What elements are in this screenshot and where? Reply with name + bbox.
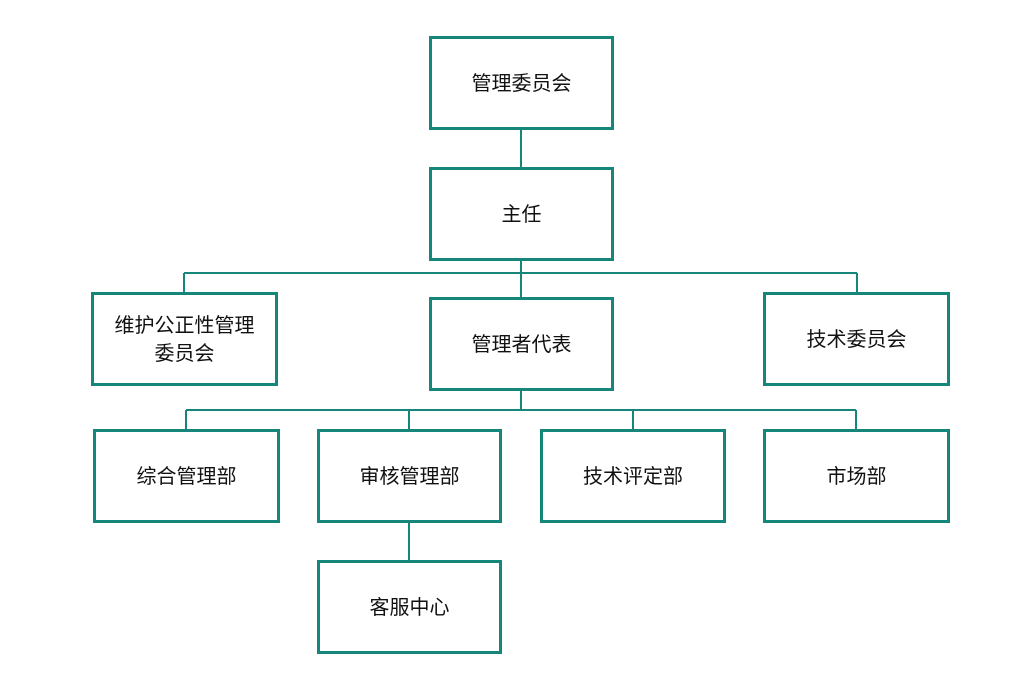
- node-technical-evaluation-dept: 技术评定部: [540, 429, 726, 523]
- node-customer-service-center: 客服中心: [317, 560, 502, 654]
- node-management-committee: 管理委员会: [429, 36, 614, 130]
- node-audit-management-dept: 审核管理部: [317, 429, 502, 523]
- node-management-representative: 管理者代表: [429, 297, 614, 391]
- node-market-dept: 市场部: [763, 429, 950, 523]
- node-technical-committee: 技术委员会: [763, 292, 950, 386]
- node-impartiality-committee: 维护公正性管理 委员会: [91, 292, 278, 386]
- node-general-management-dept: 综合管理部: [93, 429, 280, 523]
- node-director: 主任: [429, 167, 614, 261]
